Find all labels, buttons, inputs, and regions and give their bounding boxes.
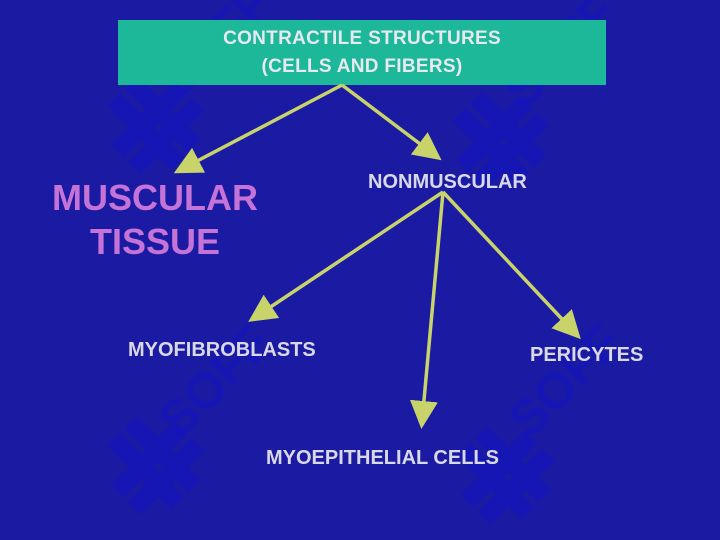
title-line-1: CONTRACTILE STRUCTURES (223, 27, 501, 49)
muscular-line-2: TISSUE (89, 221, 221, 262)
arrow-to-myoepithelial (409, 191, 445, 429)
node-pericytes: PERICYTES (530, 344, 644, 366)
watermark-logo-icon (107, 76, 555, 525)
node-myofibroblasts: MYOFIBROBLASTS (128, 339, 316, 361)
arrow-to-myofibroblasts (248, 190, 444, 322)
arrow-to-pericytes (441, 190, 581, 340)
title-line-2: (CELLS AND FIBERS) (261, 55, 463, 77)
arrow-to-nonmuscular (340, 83, 442, 161)
arrow-to-muscular (173, 83, 343, 174)
muscular-line-1: MUSCULAR (52, 177, 258, 218)
node-nonmuscular: NONMUSCULAR (368, 171, 527, 193)
title-box: CONTRACTILE STRUCTURES (CELLS AND FIBERS… (118, 20, 606, 85)
node-muscular-tissue: MUSCULAR TISSUE (30, 176, 280, 264)
node-myoepithelial-cells: MYOEPITHELIAL CELLS (266, 447, 499, 469)
